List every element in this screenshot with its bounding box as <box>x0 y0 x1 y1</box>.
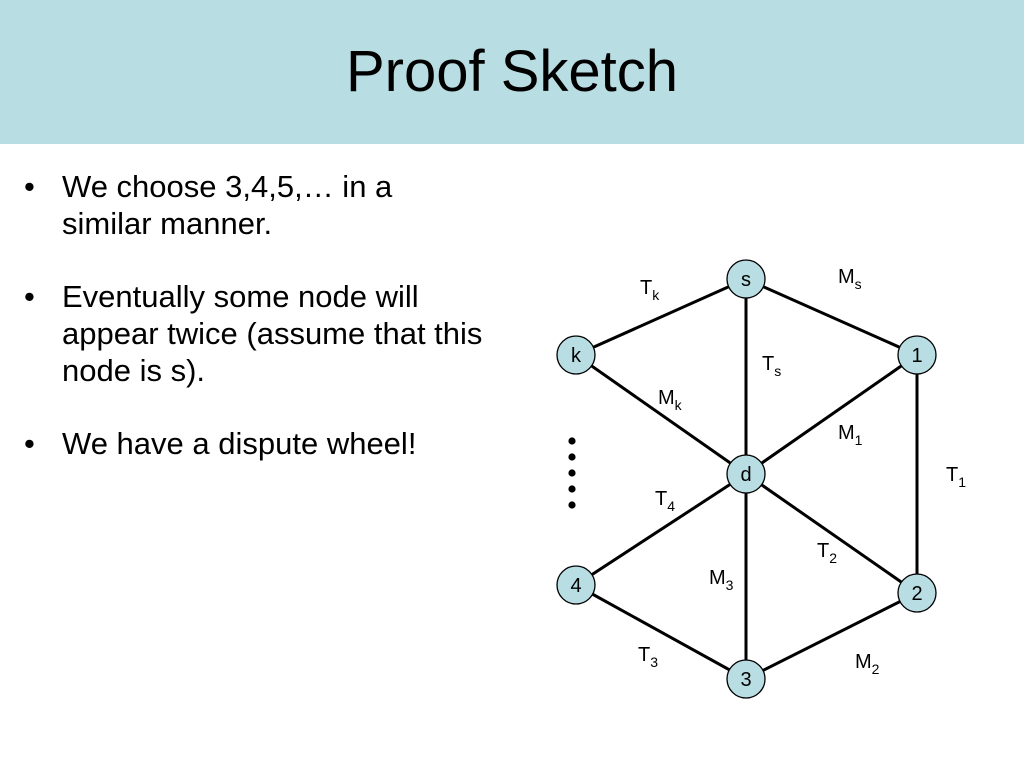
ellipsis-dot <box>568 453 576 461</box>
node-3: 3 <box>726 659 766 699</box>
node-label-2: 2 <box>911 583 922 605</box>
node-k: k <box>556 335 596 375</box>
edge-4-3 <box>575 583 747 681</box>
edges <box>575 277 919 681</box>
node-d: d <box>726 454 766 494</box>
node-label-4: 4 <box>570 575 581 597</box>
slide-title: Proof Sketch <box>345 38 679 104</box>
edge-labels: Tk Ms Ts Mk M1 T1 T4 T2 M3 T3 M2 <box>638 266 966 677</box>
edge-label-ts: Ts <box>762 353 781 379</box>
edge-label-t4: T4 <box>655 488 675 514</box>
edge-label-m1: M1 <box>838 422 863 448</box>
edge-s-k <box>575 277 747 357</box>
edge-label-m3: M3 <box>709 567 734 593</box>
ellipsis-dot <box>568 469 576 477</box>
edge-label-tk: Tk <box>640 277 660 303</box>
bullet-marker: • <box>24 169 35 204</box>
edge-1-d <box>745 353 918 476</box>
bullet-text: We choose 3,4,5,… in a similar manner. <box>62 169 393 241</box>
edge-label-m2: M2 <box>855 651 880 677</box>
node-label-1: 1 <box>911 345 922 367</box>
node-s: s <box>726 259 766 299</box>
ellipsis-dot <box>568 501 576 509</box>
node-label-3: 3 <box>740 669 751 691</box>
node-1: 1 <box>897 335 937 375</box>
edge-label-t3: T3 <box>638 644 658 670</box>
edge-2-3 <box>745 591 918 681</box>
ellipsis-dot <box>568 485 576 493</box>
bullet-item: • Eventually some node will appear twice… <box>0 278 500 389</box>
title-bar: Proof Sketch <box>0 0 1024 144</box>
edge-d-2 <box>745 472 918 595</box>
node-2: 2 <box>897 573 937 613</box>
edge-label-t2: T2 <box>817 540 837 566</box>
edge-d-4 <box>575 472 747 587</box>
edge-k-d <box>575 353 747 476</box>
edge-label-ms: Ms <box>838 266 862 292</box>
bullet-item: • We choose 3,4,5,… in a similar manner. <box>0 168 500 242</box>
ellipsis-dots <box>568 437 576 509</box>
bullet-text: We have a dispute wheel! <box>62 426 417 461</box>
edge-label-mk: Mk <box>658 387 683 413</box>
node-label-d: d <box>740 464 751 486</box>
node-label-k: k <box>571 345 582 367</box>
ellipsis-dot <box>568 437 576 445</box>
edge-s-1 <box>745 277 918 357</box>
edge-label-t1: T1 <box>946 464 966 490</box>
bullet-list: • We choose 3,4,5,… in a similar manner.… <box>0 168 500 498</box>
nodes: s k 1 d 4 2 3 <box>556 259 937 699</box>
bullet-marker: • <box>24 279 35 314</box>
node-label-s: s <box>741 269 751 291</box>
bullet-item: • We have a dispute wheel! <box>0 425 500 462</box>
bullet-marker: • <box>24 426 35 461</box>
bullet-text: Eventually some node will appear twice (… <box>62 279 483 388</box>
node-4: 4 <box>556 565 596 605</box>
